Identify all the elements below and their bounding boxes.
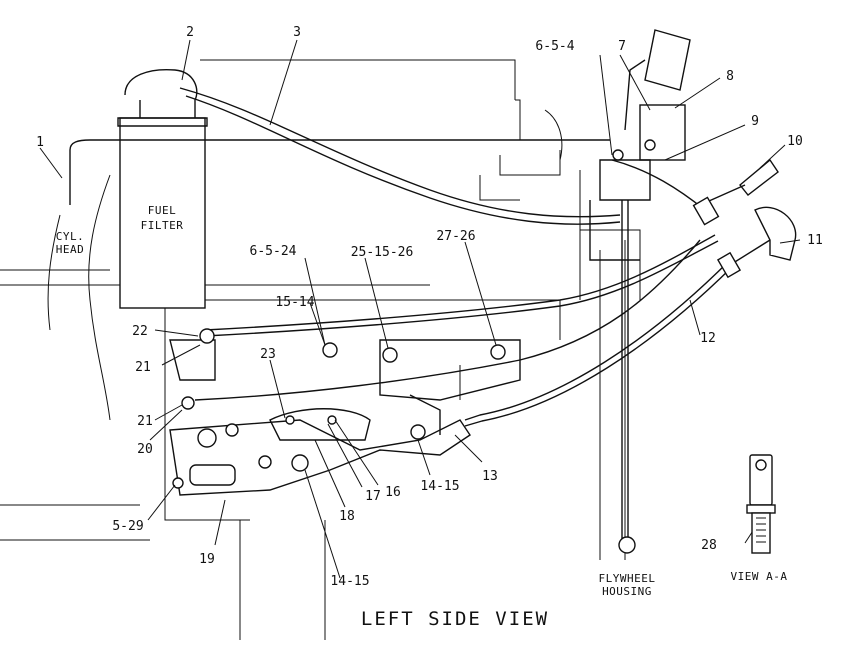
callout-5-29: 5-29 — [112, 519, 143, 534]
callouts: 1 2 3 6-5-4 7 8 9 10 11 12 13 14-15 14-1… — [36, 25, 823, 589]
flywheel-housing-label-line2: HOUSING — [602, 585, 652, 598]
callout-20: 20 — [137, 442, 153, 457]
callout-8: 8 — [726, 69, 734, 84]
cyl-head-label-line2: HEAD — [56, 243, 85, 256]
callout-23: 23 — [260, 347, 276, 362]
callout-6-5-24: 6-5-24 — [250, 244, 297, 259]
callout-15-14: 15-14 — [275, 295, 314, 310]
callout-13: 13 — [482, 469, 498, 484]
callout-14-15-right: 14-15 — [420, 479, 459, 494]
callout-12: 12 — [700, 331, 716, 346]
callout-27-26: 27-26 — [436, 229, 475, 244]
view-aa-label: VIEW A-A — [731, 570, 788, 583]
callout-28: 28 — [701, 538, 717, 553]
fuel-filter-label-line2: FILTER — [141, 219, 184, 232]
callout-14-15-bottom: 14-15 — [330, 574, 369, 589]
fuel-lines — [69, 87, 734, 540]
callout-10: 10 — [787, 134, 803, 149]
callout-6-5-4: 6-5-4 — [535, 39, 574, 54]
control-handles — [692, 158, 797, 279]
fuel-filter — [117, 68, 208, 309]
callout-2: 2 — [186, 25, 194, 40]
callout-11: 11 — [807, 233, 823, 248]
callout-19: 19 — [199, 552, 215, 567]
callout-16: 16 — [385, 485, 401, 500]
linkage-plate — [169, 339, 521, 496]
callout-17: 17 — [365, 489, 381, 504]
fittings — [172, 328, 636, 554]
callout-1: 1 — [36, 135, 44, 150]
engine-outline — [0, 59, 641, 640]
fuel-filter-label-line1: FUEL — [148, 204, 177, 217]
callout-7: 7 — [618, 39, 626, 54]
callout-22: 22 — [132, 324, 148, 339]
cyl-head-label-line1: CYL. — [56, 230, 85, 243]
diagram-title: LEFT SIDE VIEW — [361, 608, 549, 630]
callout-18: 18 — [339, 509, 355, 524]
callout-25-15-26: 25-15-26 — [351, 245, 414, 260]
solenoid-assembly — [589, 29, 691, 261]
callout-21-lower: 21 — [137, 414, 153, 429]
text-labels: CYL. HEAD FUEL FILTER FLYWHEEL HOUSING V… — [56, 204, 788, 630]
callout-21-upper: 21 — [135, 360, 151, 375]
callout-3: 3 — [293, 25, 301, 40]
callout-9: 9 — [751, 114, 759, 129]
view-aa-part — [746, 454, 776, 554]
flywheel-housing-label-line1: FLYWHEEL — [599, 572, 656, 585]
